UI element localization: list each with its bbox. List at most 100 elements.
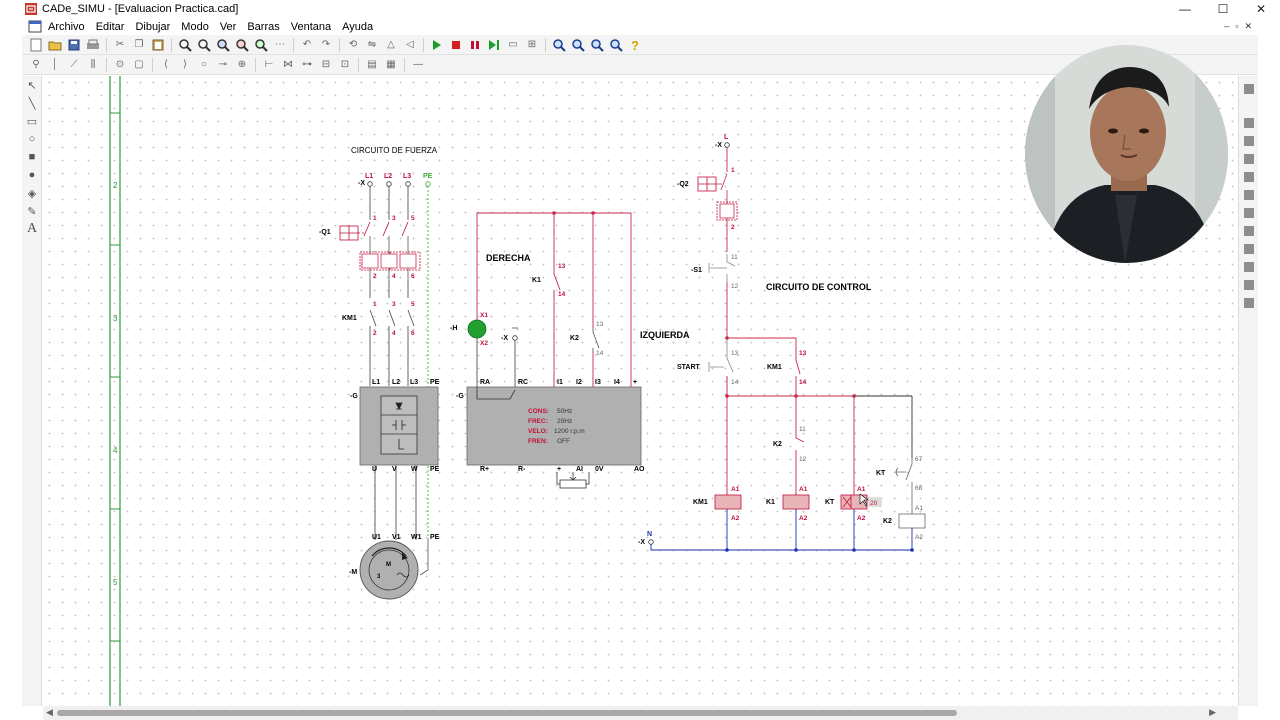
scroll-thumb[interactable] — [57, 710, 957, 716]
zoom-prev-icon[interactable] — [196, 37, 212, 53]
right-tool-1-icon[interactable] — [1243, 84, 1254, 94]
table-tool-icon[interactable]: ▤ — [367, 59, 377, 70]
menu-ayuda[interactable]: Ayuda — [342, 20, 374, 33]
paste-icon[interactable] — [150, 37, 166, 53]
mdi-restore-button[interactable]: ▫ — [1235, 21, 1239, 31]
switch-no-tool-icon[interactable]: ⟩ — [183, 59, 187, 70]
copy-icon[interactable]: ❐ — [134, 39, 144, 50]
pencil-icon[interactable]: ✎ — [27, 205, 37, 218]
simulation-start-icon[interactable] — [429, 37, 445, 53]
right-tool-7-icon[interactable] — [1243, 208, 1254, 218]
title-bar: CADe_SIMU - [Evaluacion Practica.cad] — … — [0, 0, 1280, 18]
switch-tool-icon[interactable]: ⟨ — [164, 59, 168, 70]
zoom-in-icon[interactable] — [551, 37, 567, 53]
maximize-button[interactable]: ☐ — [1217, 2, 1229, 16]
webcam-overlay — [1025, 45, 1228, 263]
left-tool-strip: ↖ ╲ ▭ ○ ■ ● ◈ ✎ A — [22, 76, 42, 706]
right-tool-6-icon[interactable] — [1243, 190, 1254, 200]
node-tool-icon[interactable]: ○ — [200, 59, 208, 70]
right-tool-12-icon[interactable] — [1243, 298, 1254, 308]
list-tool-icon[interactable]: ▦ — [386, 59, 396, 70]
frame-tool-icon[interactable]: ⊡ — [340, 59, 350, 70]
right-tool-10-icon[interactable] — [1243, 262, 1254, 272]
toolbar-separator — [106, 57, 107, 72]
block-tool-icon[interactable]: ⊟ — [321, 59, 331, 70]
rotate-icon[interactable]: ⟲ — [348, 39, 358, 50]
menu-barras[interactable]: Barras — [247, 20, 280, 33]
right-tool-5-icon[interactable] — [1243, 172, 1254, 182]
text-tool-icon[interactable]: A — [26, 221, 38, 236]
toolbar-separator — [171, 37, 172, 52]
component-icon[interactable]: ▭ — [508, 39, 518, 50]
redo-icon[interactable]: ↷ — [321, 39, 331, 50]
svg-text:?: ? — [631, 38, 639, 52]
pointer-icon[interactable]: ↖ — [27, 79, 37, 92]
simulation-pause-icon[interactable] — [467, 37, 483, 53]
toolbar-separator — [255, 57, 256, 72]
draw-line-icon[interactable]: ╲ — [28, 97, 36, 110]
right-tool-3-icon[interactable] — [1243, 136, 1254, 146]
right-tool-8-icon[interactable] — [1243, 226, 1254, 236]
toolbar-separator — [293, 37, 294, 52]
filled-ellipse-icon[interactable]: ● — [28, 169, 36, 181]
simulation-stop-icon[interactable] — [448, 37, 464, 53]
mirror-icon[interactable]: ⇋ — [367, 39, 377, 50]
minimize-button[interactable]: — — [1179, 2, 1191, 16]
plus-tool-icon[interactable]: ⊕ — [237, 59, 247, 70]
grid-icon[interactable]: ⋯ — [275, 39, 285, 50]
fill-icon[interactable]: ◈ — [27, 187, 37, 200]
toolbar-separator — [545, 37, 546, 52]
line-tool-icon[interactable]: │ — [51, 59, 59, 70]
multiline-tool-icon[interactable]: ⫼ — [90, 59, 96, 70]
print-icon[interactable] — [85, 37, 101, 53]
help-icon[interactable]: ? — [627, 37, 643, 53]
right-tool-9-icon[interactable] — [1243, 244, 1254, 254]
menu-ver[interactable]: Ver — [219, 20, 237, 33]
measure-icon[interactable]: ⊞ — [527, 39, 537, 50]
zoom-extents-icon[interactable] — [608, 37, 624, 53]
save-icon[interactable] — [66, 37, 82, 53]
pin-icon[interactable]: ⚲ — [32, 59, 40, 70]
cross-tool-icon[interactable]: ⊸ — [218, 59, 228, 70]
contact-tool-icon[interactable]: ⊙ — [115, 59, 125, 70]
menu-modo[interactable]: Modo — [181, 20, 209, 33]
new-file-icon[interactable] — [28, 37, 44, 53]
menu-ventana[interactable]: Ventana — [290, 20, 332, 33]
dash-tool-icon[interactable]: — — [413, 59, 423, 70]
undo-icon[interactable]: ↶ — [302, 39, 312, 50]
terminal-tool-icon[interactable]: ⊢ — [264, 59, 274, 70]
pan-icon[interactable] — [253, 37, 269, 53]
coil-tool-icon[interactable]: ▢ — [134, 59, 144, 70]
junction-tool-icon[interactable]: ⊶ — [302, 59, 312, 70]
mdi-minimize-button[interactable]: – — [1224, 21, 1230, 31]
menu-bar: Archivo Editar Dibujar Modo Ver Barras V… — [22, 18, 1258, 35]
right-tool-2-icon[interactable] — [1243, 118, 1254, 128]
close-button[interactable]: ✕ — [1255, 2, 1267, 16]
align-icon[interactable]: ◁ — [406, 39, 414, 50]
app-logo-icon — [25, 3, 37, 15]
cut-icon[interactable]: ✂ — [115, 39, 125, 50]
menu-editar[interactable]: Editar — [95, 20, 125, 33]
flip-icon[interactable]: △ — [387, 39, 395, 50]
document-icon[interactable] — [28, 20, 42, 33]
draw-ellipse-icon[interactable]: ○ — [28, 133, 36, 145]
zoom-normal-icon[interactable] — [589, 37, 605, 53]
diagonal-tool-icon[interactable]: ⟋ — [70, 59, 78, 70]
scroll-right-icon[interactable]: ▶ — [1209, 707, 1216, 717]
menu-archivo[interactable]: Archivo — [48, 20, 85, 33]
right-tool-4-icon[interactable] — [1243, 154, 1254, 164]
simulation-step-icon[interactable] — [486, 37, 502, 53]
menu-dibujar[interactable]: Dibujar — [135, 20, 171, 33]
filled-rect-icon[interactable]: ■ — [28, 151, 36, 163]
draw-rect-icon[interactable]: ▭ — [26, 115, 38, 128]
mdi-close-button[interactable]: ✕ — [1244, 21, 1252, 31]
right-tool-11-icon[interactable] — [1243, 280, 1254, 290]
bus-tool-icon[interactable]: ⋈ — [283, 59, 293, 70]
scroll-left-icon[interactable]: ◀ — [46, 707, 53, 717]
zoom-fit-icon[interactable] — [234, 37, 250, 53]
zoom-all-icon[interactable] — [215, 37, 231, 53]
zoom-out-icon[interactable] — [570, 37, 586, 53]
horizontal-scrollbar[interactable]: ◀ ▶ — [43, 706, 1238, 720]
zoom-window-icon[interactable] — [177, 37, 193, 53]
open-folder-icon[interactable] — [47, 37, 63, 53]
